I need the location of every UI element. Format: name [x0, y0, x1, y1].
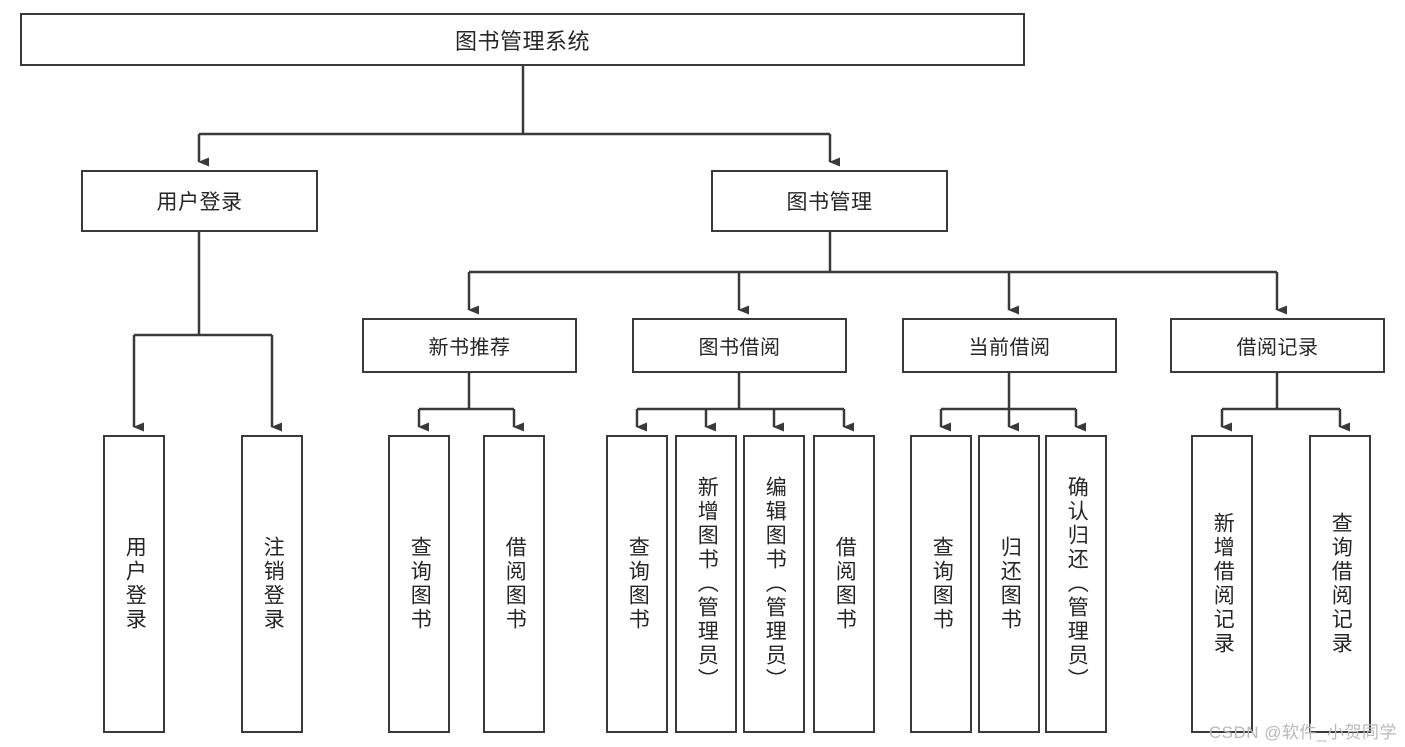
leaf-current-borrow-confirm-return[interactable]: 确认归还（管理员）: [1045, 435, 1107, 733]
node-user-login[interactable]: 用户登录: [81, 170, 318, 232]
node-borrow-record[interactable]: 借阅记录: [1170, 318, 1385, 373]
node-label: 查询借阅记录: [1329, 512, 1353, 656]
node-label: 借阅图书: [503, 536, 527, 632]
node-current-borrow[interactable]: 当前借阅: [902, 318, 1117, 373]
node-label: 编辑图书（管理员）: [763, 476, 787, 692]
leaf-new-book-borrow[interactable]: 借阅图书: [483, 435, 545, 733]
leaf-new-book-query[interactable]: 查询图书: [388, 435, 450, 733]
node-label: 查询图书: [408, 536, 432, 632]
leaf-book-borrow-edit[interactable]: 编辑图书（管理员）: [743, 435, 805, 733]
node-label: 图书管理系统: [454, 28, 590, 54]
leaf-current-borrow-return[interactable]: 归还图书: [978, 435, 1040, 733]
node-label: 新增借阅记录: [1211, 512, 1235, 656]
leaf-user-login-signin[interactable]: 用户登录: [103, 435, 165, 733]
leaf-book-borrow-query[interactable]: 查询图书: [606, 435, 668, 733]
node-book-management-system[interactable]: 图书管理系统: [20, 13, 1025, 66]
node-label: 用户登录: [123, 536, 147, 632]
node-label: 借阅图书: [833, 536, 857, 632]
node-label: 查询图书: [930, 536, 954, 632]
leaf-user-login-signout[interactable]: 注销登录: [241, 435, 303, 733]
node-label: 查询图书: [626, 536, 650, 632]
node-label: 新书推荐: [428, 337, 511, 359]
node-label: 注销登录: [261, 536, 285, 632]
node-book-borrow[interactable]: 图书借阅: [632, 318, 847, 373]
node-book-management[interactable]: 图书管理: [711, 170, 948, 232]
leaf-current-borrow-query[interactable]: 查询图书: [910, 435, 972, 733]
leaf-book-borrow-borrow[interactable]: 借阅图书: [813, 435, 875, 733]
node-label: 用户登录: [156, 191, 243, 214]
node-label: 借阅记录: [1236, 337, 1319, 359]
leaf-borrow-record-add[interactable]: 新增借阅记录: [1191, 435, 1253, 733]
node-label: 确认归还（管理员）: [1065, 476, 1089, 692]
leaf-borrow-record-query[interactable]: 查询借阅记录: [1309, 435, 1371, 733]
node-label: 当前借阅: [968, 337, 1051, 359]
node-label: 新增图书（管理员）: [695, 476, 719, 692]
node-label: 图书管理: [786, 191, 873, 214]
leaf-book-borrow-add[interactable]: 新增图书（管理员）: [675, 435, 737, 733]
node-new-book-recommend[interactable]: 新书推荐: [362, 318, 577, 373]
node-label: 图书借阅: [698, 337, 781, 359]
node-label: 归还图书: [998, 536, 1022, 632]
